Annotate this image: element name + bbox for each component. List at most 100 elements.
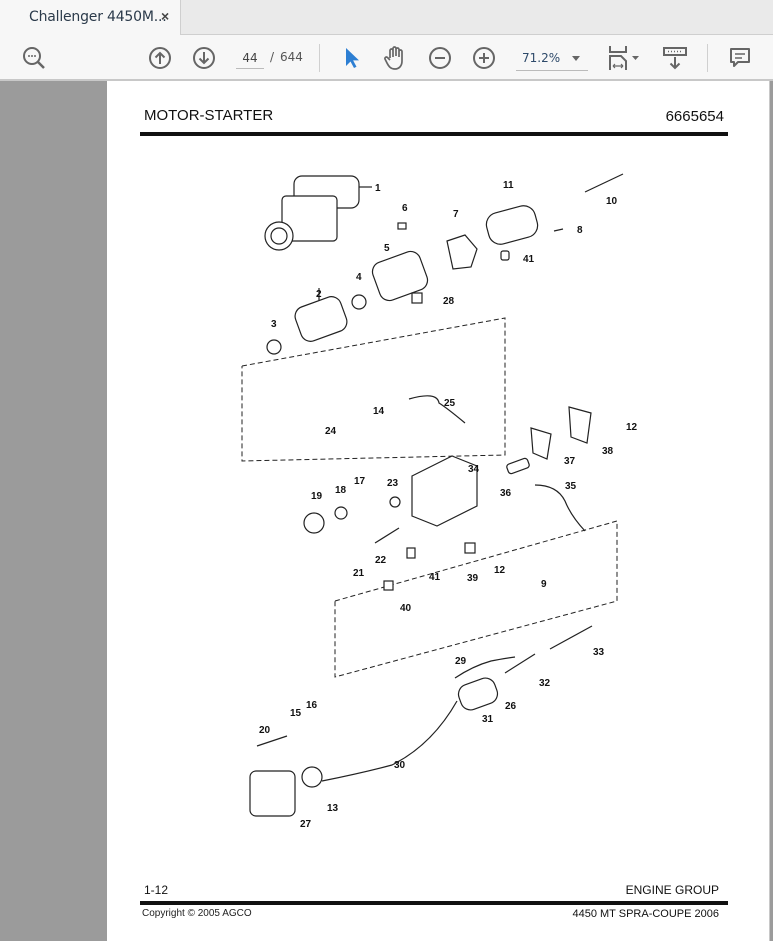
part-washer-23 [389, 496, 401, 508]
find-icon [23, 47, 45, 69]
part-6 [397, 222, 407, 230]
callout-29: 29 [455, 656, 467, 667]
part-36 [506, 457, 530, 475]
callout-23: 23 [387, 478, 399, 489]
callout-24: 24 [325, 426, 337, 437]
page-header-title: MOTOR-STARTER [144, 107, 274, 124]
callout-33: 33 [593, 647, 605, 658]
part-through-bolt-10 [584, 173, 624, 193]
part-housing-34 [411, 455, 478, 527]
callout-31: 31 [482, 714, 494, 725]
total-pages: 644 [280, 50, 303, 64]
copyright-text: Copyright © 2005 AGCO [142, 908, 252, 919]
callout-15: 15 [290, 708, 302, 719]
dashed-boundary [334, 520, 618, 678]
fit-page-icon [609, 46, 639, 70]
footer-rule [140, 901, 728, 905]
part-field-frame-5 [371, 250, 429, 302]
callout-39: 39 [467, 573, 479, 584]
callout-12: 12 [626, 422, 638, 433]
tab-title: Challenger 4450M... [29, 9, 167, 25]
callout-10: 10 [606, 196, 618, 207]
next-page-button[interactable] [191, 35, 217, 81]
part-armature [294, 288, 348, 342]
scroll-mode-button[interactable] [661, 35, 689, 81]
part-28 [411, 292, 423, 304]
part-spring-22 [374, 527, 400, 544]
part-39 [464, 542, 476, 554]
part-8 [553, 228, 564, 232]
part-gasket-37 [530, 427, 552, 460]
part-shaft-33 [549, 625, 593, 650]
previous-page-button[interactable] [147, 35, 173, 81]
comment-button[interactable] [727, 35, 753, 81]
page-separator: / [270, 50, 275, 64]
zoom-level-dropdown[interactable]: 71.2% [516, 45, 588, 71]
bracket-30 [321, 700, 458, 782]
callout-14: 14 [373, 406, 385, 417]
toolbar-divider [319, 44, 320, 72]
select-tool-icon [346, 48, 359, 68]
callout-1: 1 [375, 183, 381, 194]
tab-bar: Challenger 4450M... × [0, 0, 773, 35]
page-number-input[interactable] [236, 47, 264, 69]
callout-26: 26 [505, 701, 517, 712]
find-button[interactable] [20, 35, 48, 81]
part-nose-housing-27 [249, 770, 296, 817]
callout-9: 9 [541, 579, 547, 590]
callout-3: 3 [271, 319, 277, 330]
callout-38: 38 [602, 446, 614, 457]
exploded-parts-diagram: 1 2 3 4 5 6 7 8 9 10 11 12 12 13 14 15 1… [241, 173, 638, 830]
part-18 [334, 506, 348, 520]
select-tool-button[interactable] [341, 35, 363, 81]
header-rule [140, 132, 728, 136]
prev-page-icon [149, 47, 171, 69]
part-starter-assembly [264, 175, 372, 251]
callout-18: 18 [335, 485, 347, 496]
scroll-mode-icon [663, 47, 687, 70]
part-bolt-20 [256, 735, 288, 747]
bracket-25 [408, 395, 466, 424]
part-brush-holder-7 [446, 234, 478, 270]
close-tab-button[interactable]: × [161, 8, 170, 24]
next-page-icon [193, 47, 215, 69]
bracket-29 [454, 656, 516, 679]
zoom-in-icon [473, 47, 495, 69]
callout-34: 34 [468, 464, 480, 475]
footer-page-number: 1-12 [144, 883, 169, 897]
callout-2: 2 [316, 289, 322, 300]
footer-section: ENGINE GROUP [625, 883, 719, 897]
zoom-out-button[interactable] [427, 35, 453, 81]
part-41-b [406, 547, 416, 559]
callout-11: 11 [503, 180, 514, 191]
callout-12b: 12 [494, 565, 506, 576]
hand-tool-button[interactable] [383, 35, 409, 81]
callout-41: 41 [523, 254, 535, 265]
callout-35: 35 [565, 481, 577, 492]
callout-32: 32 [539, 678, 551, 689]
callout-22: 22 [375, 555, 387, 566]
callout-13: 13 [327, 803, 339, 814]
pdf-page: MOTOR-STARTER 6665654 [107, 81, 770, 941]
callout-20: 20 [259, 725, 271, 736]
callout-19: 19 [311, 491, 323, 502]
page-header-number: 6665654 [665, 108, 724, 125]
hand-tool-icon [384, 46, 403, 70]
document-tab[interactable]: Challenger 4450M... × [0, 0, 181, 35]
callout-37: 37 [564, 456, 576, 467]
part-gear-19 [303, 512, 325, 534]
callout-25: 25 [444, 398, 456, 409]
part-40 [383, 580, 394, 591]
part-o-ring-13 [301, 766, 323, 788]
part-cover-38 [568, 406, 592, 444]
callout-5: 5 [384, 243, 390, 254]
part-end-frame-11 [485, 205, 539, 245]
comment-icon [730, 48, 750, 67]
zoom-in-button[interactable] [471, 35, 497, 81]
callout-4: 4 [356, 272, 362, 283]
part-bearing-4 [351, 294, 367, 310]
dashed-boundary [241, 317, 506, 462]
chevron-down-icon [572, 56, 580, 61]
zoom-level-value: 71.2% [522, 51, 561, 65]
fit-page-button[interactable] [606, 35, 642, 81]
